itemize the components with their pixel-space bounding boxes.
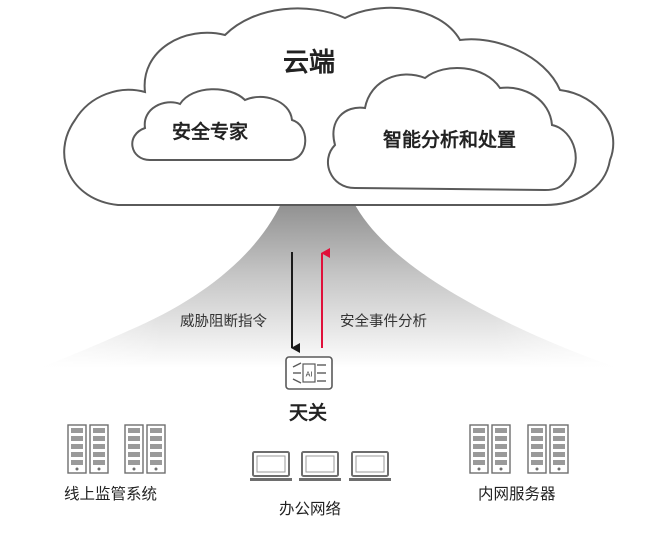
cloud-right-label: 智能分析和处置 xyxy=(383,129,517,151)
group-label-right: 内网服务器 xyxy=(478,485,556,503)
up-arrow-label: 安全事件分析 xyxy=(340,314,427,330)
gateway-icon: AI xyxy=(285,356,333,390)
server-rack-icon xyxy=(469,424,569,474)
cone-fade xyxy=(0,195,657,370)
cloud-title: 云端 xyxy=(283,48,336,78)
group-label-middle: 办公网络 xyxy=(279,500,342,518)
group-label-left: 线上监管系统 xyxy=(64,485,158,503)
laptop-icon xyxy=(249,451,392,482)
gateway-label: 天关 xyxy=(289,402,328,424)
cloud-left-label: 安全专家 xyxy=(172,121,249,143)
gateway-chip-text: AI xyxy=(306,371,313,379)
down-arrow-label: 威胁阻断指令 xyxy=(180,314,267,330)
server-rack-icon xyxy=(67,424,166,474)
cloud-bubble-right xyxy=(326,66,577,192)
cloud-bubble-left xyxy=(131,88,307,161)
